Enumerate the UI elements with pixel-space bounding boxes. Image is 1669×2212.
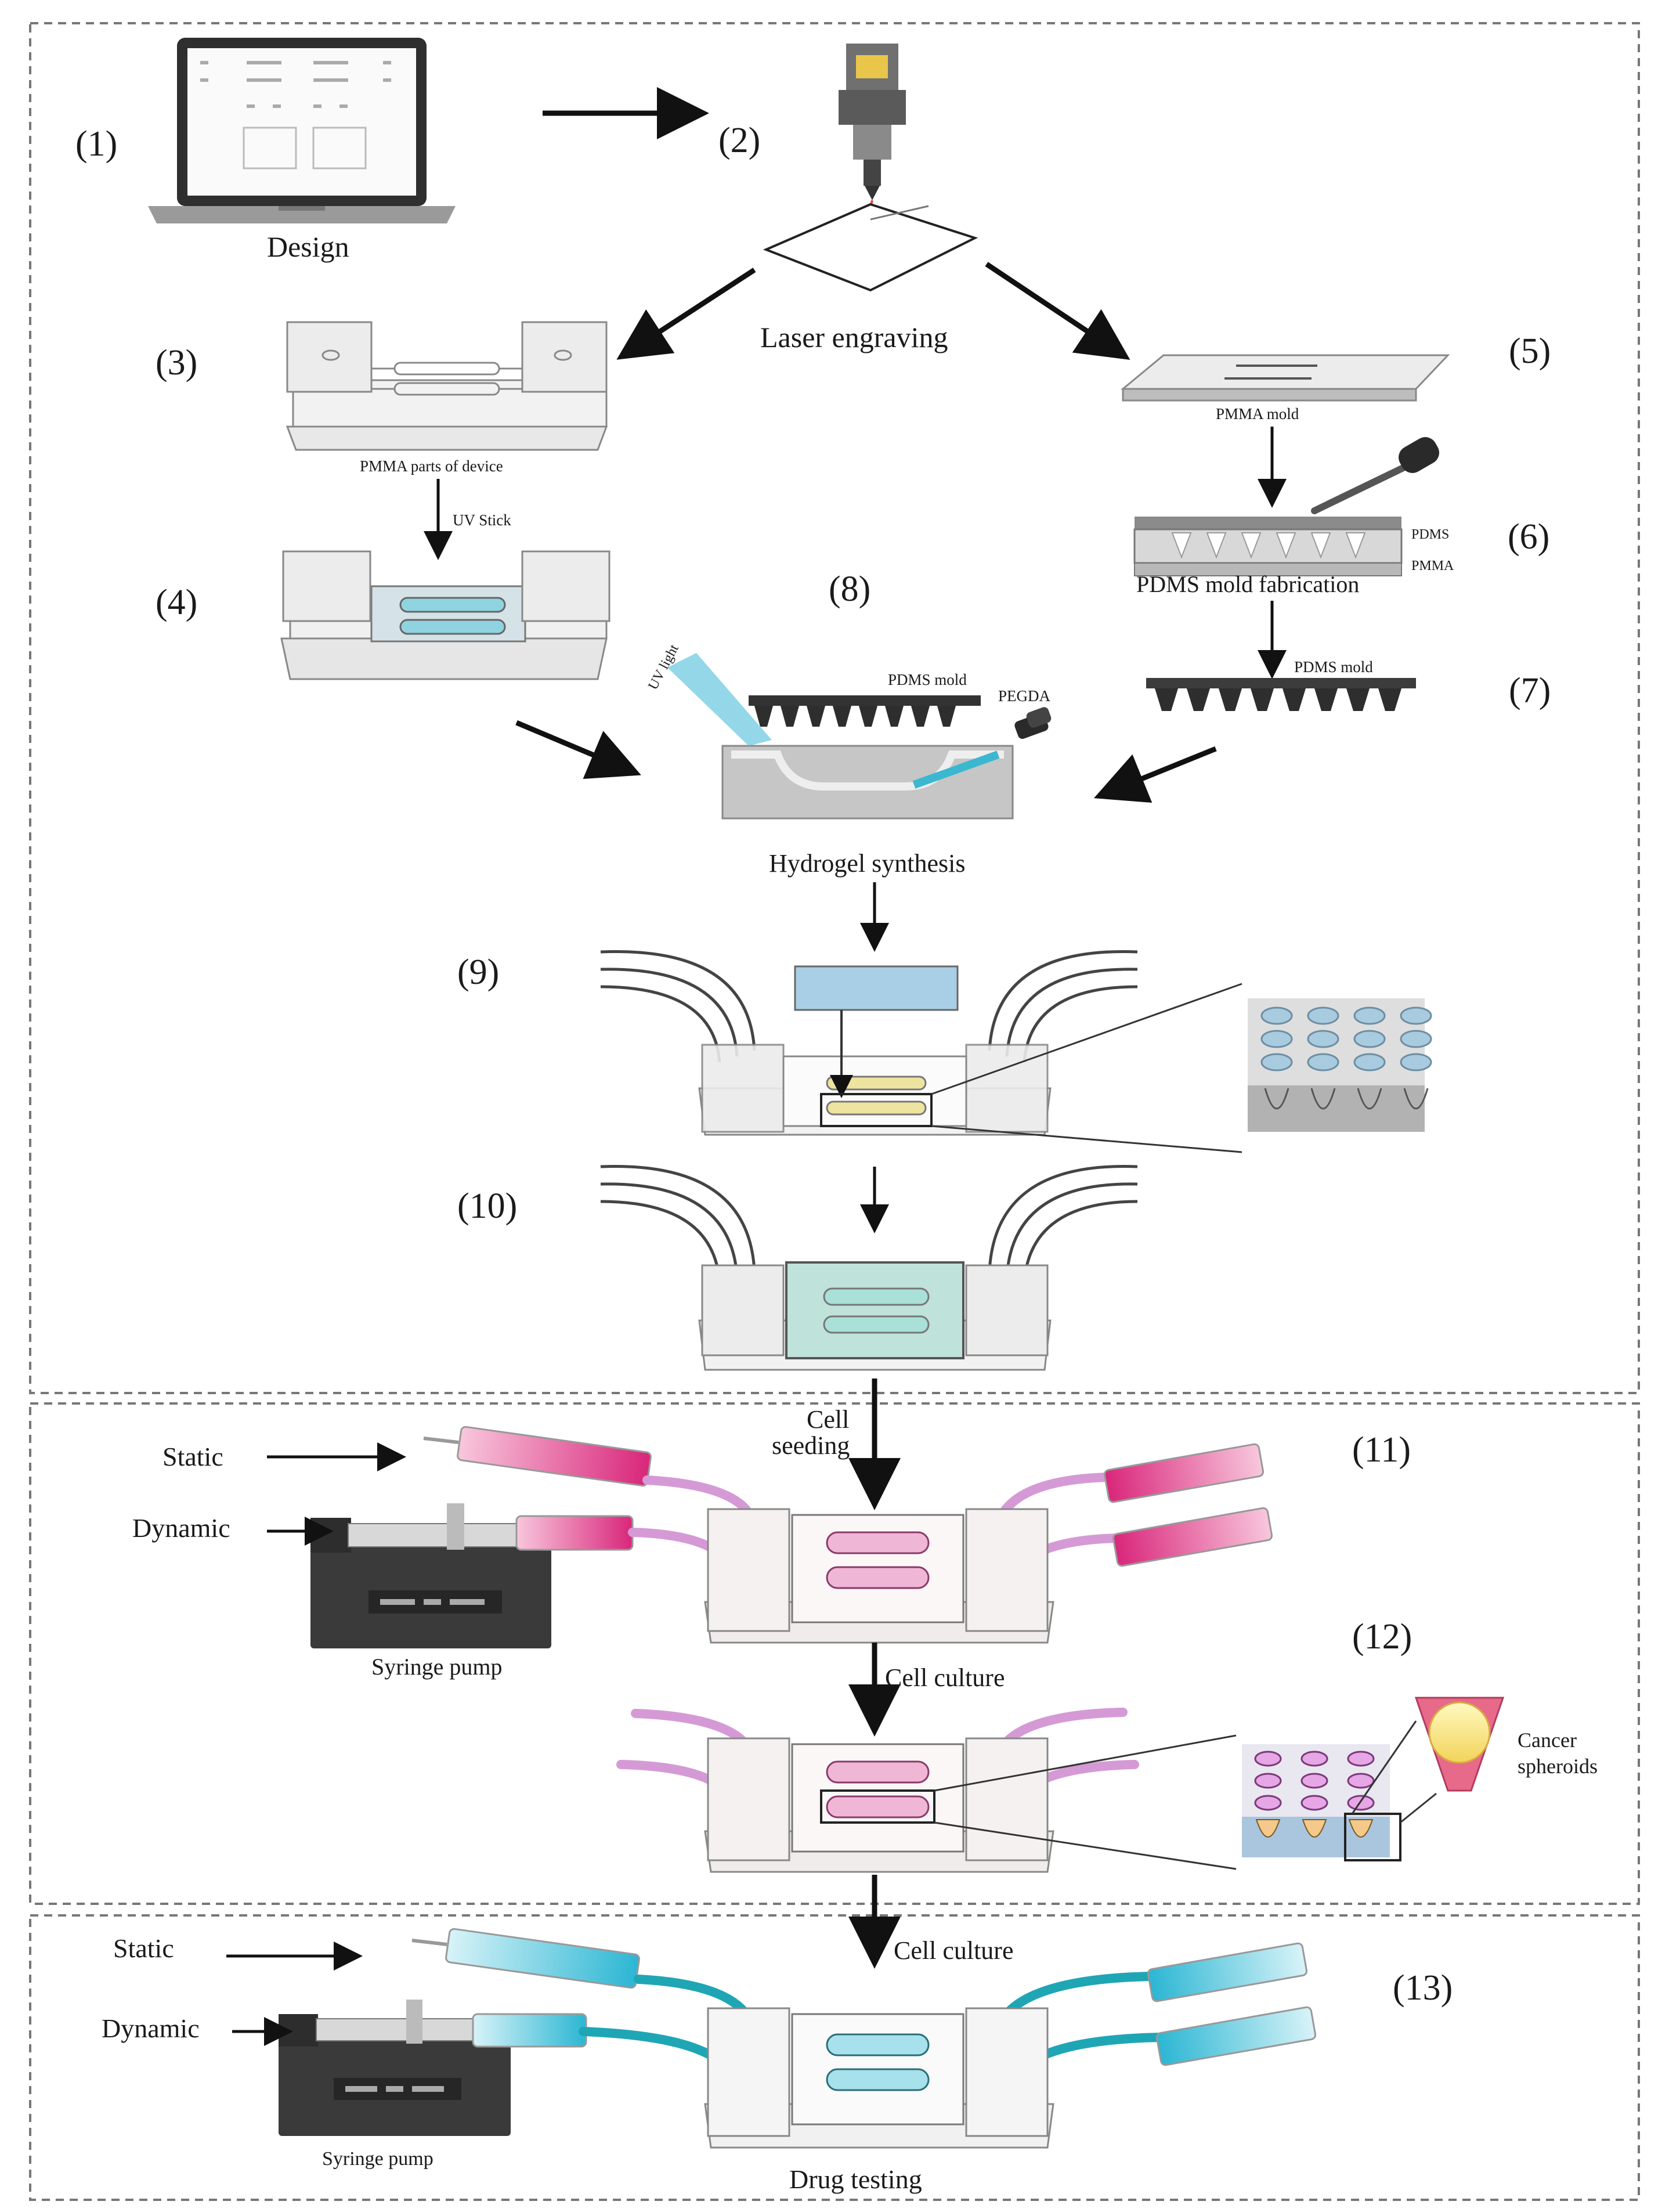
static-label-2: Static	[113, 1933, 174, 1963]
syringe-static-left-1	[423, 1426, 652, 1487]
syringe-pump-left-1	[310, 1503, 634, 1648]
step-label-1: (1)	[75, 124, 117, 164]
microwell-inset	[1248, 998, 1432, 1132]
laptop-illustration	[148, 38, 456, 223]
step-label-13: (13)	[1393, 1968, 1453, 2008]
pdms-mold-8-label: PDMS mold	[888, 671, 967, 688]
cancer-spheroids-label-line1: Cancer	[1518, 1729, 1577, 1752]
pegda-label: PEGDA	[998, 687, 1051, 705]
syringe-static-left-2	[411, 1928, 640, 1989]
dynamic-label-1: Dynamic	[132, 1513, 230, 1543]
uv-stick-caption: UV Stick	[453, 511, 511, 529]
drug-testing-caption: Drug testing	[789, 2164, 922, 2194]
pdms-mold-7-caption: PDMS mold	[1294, 658, 1373, 676]
spheroid-well-inset	[1242, 1720, 1437, 1861]
step-label-2: (2)	[718, 121, 760, 160]
pdms-mold-illustration	[1146, 678, 1416, 711]
pdms-layer-label: PDMS	[1411, 527, 1449, 542]
laser-engraver-illustration	[763, 44, 978, 292]
arrow-device-to-hydrogel	[515, 720, 641, 780]
cell-culture-caption-1: Cell culture	[885, 1663, 1005, 1692]
static-label-1: Static	[162, 1442, 223, 1471]
section-frame-culture	[29, 1402, 1640, 1905]
arrow-laser-to-pmma-mold	[985, 262, 1130, 360]
section-frame-fabrication	[29, 22, 1640, 1394]
syringe-pump-left-2	[279, 2000, 587, 2136]
cell-seeding-caption-line2: seeding	[772, 1431, 850, 1460]
step-label-4: (4)	[156, 583, 197, 622]
step-label-7: (7)	[1509, 671, 1551, 710]
step-label-3: (3)	[156, 343, 197, 383]
step-label-5: (5)	[1509, 331, 1551, 371]
seeding-device	[704, 1508, 1054, 1644]
assembly-illustration	[600, 950, 1242, 1153]
culture-device	[704, 1734, 1237, 1873]
hydrogel-synthesis-caption: Hydrogel synthesis	[769, 849, 966, 878]
pmma-layer-label: PMMA	[1411, 558, 1454, 573]
step-label-10: (10)	[457, 1186, 517, 1226]
cancer-spheroid-icon	[1414, 1697, 1505, 1792]
pmma-mold-illustration	[1120, 354, 1450, 402]
dynamic-label-2: Dynamic	[102, 2013, 200, 2043]
arrow-laser-to-pmma-parts	[616, 268, 756, 360]
syringe-pump-label-2: Syringe pump	[322, 2148, 433, 2170]
syringe-pump-label-1: Syringe pump	[371, 1654, 503, 1680]
arrow-mold-to-hydrogel	[1093, 746, 1217, 803]
design-caption: Design	[267, 230, 349, 263]
dropper-icon	[1311, 437, 1439, 514]
step-label-6: (6)	[1508, 517, 1549, 557]
syringe-right-2	[1147, 1942, 1317, 2066]
step-label-11: (11)	[1352, 1430, 1411, 1470]
step-label-8: (8)	[829, 569, 870, 609]
laser-engraving-caption: Laser engraving	[760, 321, 948, 353]
pmma-parts-caption: PMMA parts of device	[360, 457, 503, 475]
cancer-spheroids-label-line2: spheroids	[1518, 1755, 1598, 1778]
pmma-mold-caption: PMMA mold	[1216, 405, 1299, 423]
pdms-casting-illustration	[1133, 517, 1403, 576]
syringe-right-1	[1103, 1443, 1273, 1567]
bonded-device-illustration	[280, 550, 610, 680]
hydrogel-device-illustration	[600, 1165, 1138, 1371]
step-label-12: (12)	[1352, 1617, 1412, 1657]
cell-culture-caption-2: Cell culture	[894, 1936, 1014, 1965]
pmma-parts-illustration	[286, 321, 608, 451]
hydrogel-synthesis-illustration	[667, 653, 1052, 820]
step-label-9: (9)	[457, 952, 499, 992]
pdms-mold-fabrication-caption: PDMS mold fabrication	[1136, 571, 1359, 597]
drug-testing-device	[704, 2007, 1054, 2149]
cell-seeding-caption-line1: Cell	[807, 1405, 849, 1434]
